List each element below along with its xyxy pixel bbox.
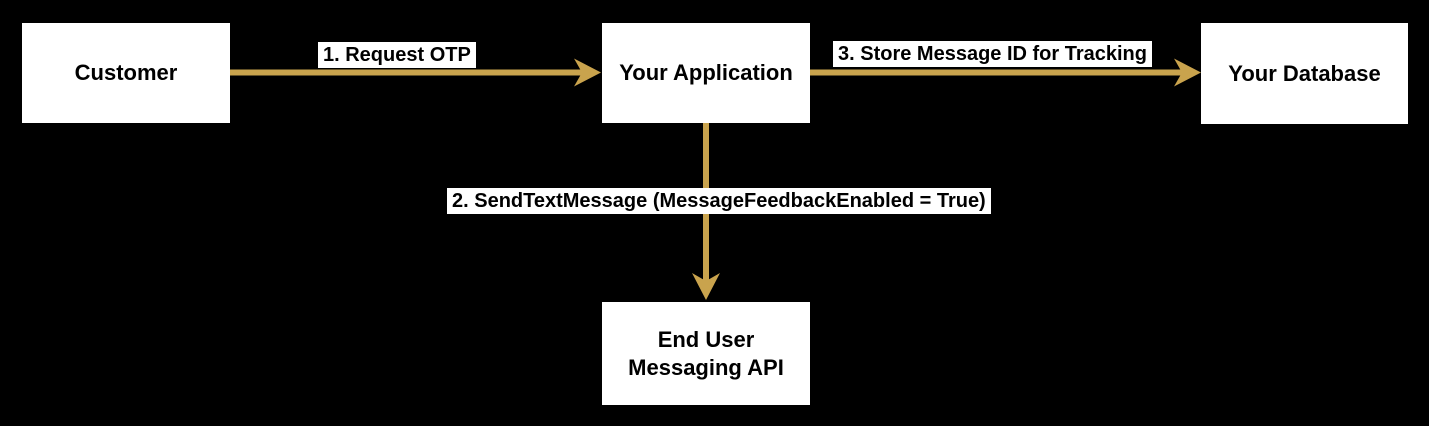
node-your-application: Your Application — [602, 23, 810, 123]
node-your-database-label: Your Database — [1228, 60, 1381, 86]
arrow-request-otp-head-icon — [574, 58, 601, 87]
arrow-store-message-id — [810, 58, 1201, 87]
edge-label-request-otp: 1. Request OTP — [318, 42, 476, 68]
node-customer: Customer — [22, 23, 230, 123]
arrow-store-message-id-head-icon — [1174, 58, 1201, 87]
arrow-request-otp — [230, 58, 601, 87]
node-your-application-label: Your Application — [619, 60, 793, 86]
node-end-user-messaging-api-label: End User Messaging API — [628, 327, 784, 380]
edge-label-store-message-id: 3. Store Message ID for Tracking — [833, 41, 1152, 67]
node-end-user-messaging-api: End User Messaging API — [602, 302, 810, 405]
arrow-send-text-message-head-icon — [692, 273, 720, 300]
node-customer-label: Customer — [74, 60, 178, 86]
node-your-database: Your Database — [1201, 23, 1408, 124]
edge-label-send-text-message: 2. SendTextMessage (MessageFeedbackEnabl… — [447, 188, 991, 214]
